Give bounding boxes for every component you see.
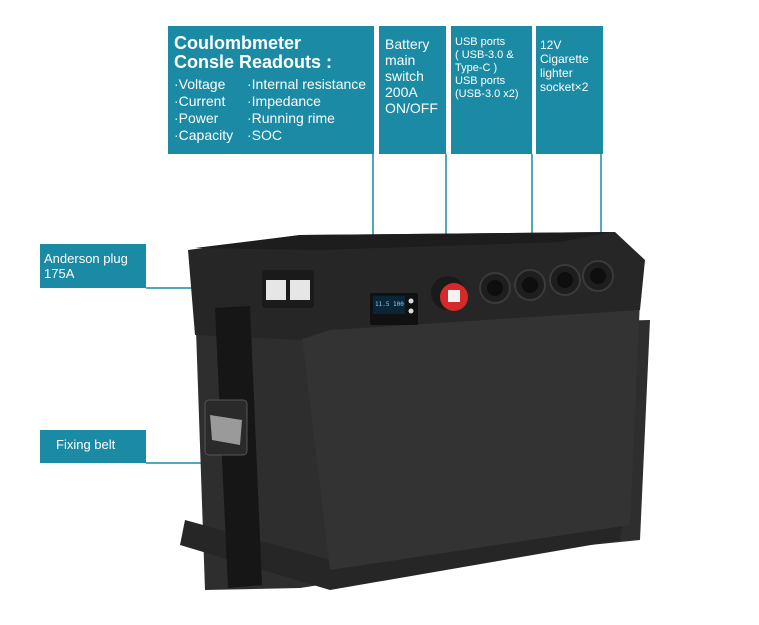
box-lid [188, 232, 645, 340]
lighter-socket-2 [582, 260, 614, 292]
anderson-plug-callout: Anderson plug 175A [40, 244, 146, 288]
usb-port-socket-1 [479, 272, 511, 304]
usb-port-socket-2 [514, 269, 546, 301]
coulombmeter-readouts-col2: ·Internal resistance ·Impedance ·Running… [247, 76, 367, 143]
box-front-face [300, 300, 640, 570]
battery-main-switch [431, 276, 468, 311]
coulombmeter-display: 11.5 100 [370, 293, 418, 325]
fixing-belt-callout: Fixing belt [40, 430, 146, 463]
lighter-socket-1 [549, 264, 581, 296]
coulombmeter-title: Coulombmeter Consle Readouts : [174, 33, 333, 72]
lighter-socket-callout: 12V Cigarette lighter socket×2 [536, 26, 603, 154]
usb-ports-callout: USB ports ( USB-3.0 & Type-C ) USB ports… [451, 26, 532, 154]
fixing-belt [204, 306, 262, 588]
coulombmeter-callout: Coulombmeter Consle Readouts : ·Voltage … [168, 26, 374, 154]
battery-switch-callout: Battery main switch 200A ON/OFF [379, 26, 446, 154]
coulombmeter-readouts-col1: ·Voltage ·Current ·Power ·Capacity [174, 76, 234, 143]
display-reading: 11.5 100 [375, 301, 404, 308]
anderson-plug [262, 270, 314, 308]
box-lid-top [195, 232, 612, 250]
